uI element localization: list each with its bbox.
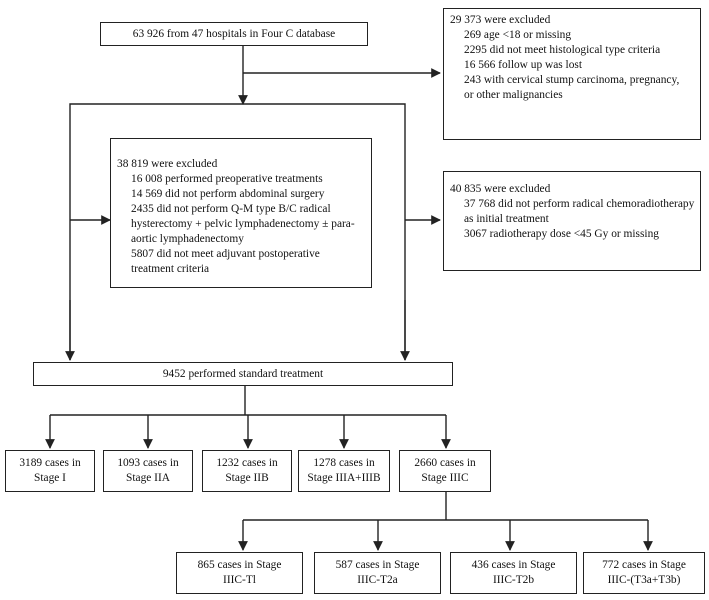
stage-box-i: 3189 cases in Stage I [5, 450, 95, 492]
excluded-first-item: 2295 did not meet histological type crit… [464, 44, 661, 56]
excluded-radio-item: 3067 radiotherapy dose <45 Gy or missing [464, 228, 659, 240]
stage-box-iia: 1093 cases in Stage IIA [103, 450, 193, 492]
substage-name: IIIC-(T3a+T3b) [607, 574, 681, 586]
substage-name: IIIC-Tl [223, 574, 256, 586]
stage-name: Stage IIIA+IIIB [307, 472, 381, 484]
substage-box-iiic-t2a: 587 cases in Stage IIIC-T2a [314, 552, 441, 594]
top-population-box: 63 926 from 47 hospitals in Four C datab… [100, 22, 368, 46]
stage-count: 1232 cases in [216, 457, 278, 469]
excluded-first-item: 243 with cervical stump carcinoma, pregn… [464, 74, 680, 101]
substage-name: IIIC-T2a [357, 574, 398, 586]
excluded-surgery-item: 5807 did not meet adjuvant postoperative… [131, 248, 320, 275]
substage-box-iiic-t1: 865 cases in Stage IIIC-Tl [176, 552, 303, 594]
stage-count: 2660 cases in [414, 457, 476, 469]
substage-count: 587 cases in Stage [335, 559, 420, 571]
substage-count: 865 cases in Stage [197, 559, 282, 571]
substage-name: IIIC-T2b [492, 574, 535, 586]
stage-name: Stage IIA [126, 472, 170, 484]
stage-count: 1093 cases in [117, 457, 179, 469]
stage-name: Stage I [34, 472, 66, 484]
substage-count: 436 cases in Stage [471, 559, 556, 571]
stage-box-iib: 1232 cases in Stage IIB [202, 450, 292, 492]
standard-treatment-label: 9452 performed standard treatment [162, 367, 324, 380]
excluded-first-item: 16 566 follow up was lost [464, 59, 583, 71]
stage-name: Stage IIB [225, 472, 269, 484]
stage-count: 1278 cases in [313, 457, 375, 469]
stage-box-iiic: 2660 cases in Stage IIIC [399, 450, 491, 492]
top-population-label: 63 926 from 47 hospitals in Four C datab… [132, 27, 336, 40]
standard-treatment-box: 9452 performed standard treatment [33, 362, 453, 386]
excluded-surgery-item: 2435 did not perform Q-M type B/C radica… [131, 203, 355, 245]
excluded-radio-title: 40 835 were excluded [450, 183, 551, 195]
substage-box-iiic-t3: 772 cases in Stage IIIC-(T3a+T3b) [583, 552, 705, 594]
substage-box-iiic-t2b: 436 cases in Stage IIIC-T2b [450, 552, 577, 594]
excluded-radio-item: 37 768 did not perform radical chemoradi… [464, 198, 695, 225]
stage-name: Stage IIIC [421, 472, 469, 484]
stage-box-iiia-iiib: 1278 cases in Stage IIIA+IIIB [298, 450, 390, 492]
excluded-surgery-box: 38 819 were excluded 16 008 performed pr… [110, 138, 372, 288]
excluded-surgery-item: 16 008 performed preoperative treatments [131, 173, 323, 185]
excluded-surgery-title: 38 819 were excluded [117, 158, 218, 170]
frame-outline [69, 103, 406, 360]
stage-count: 3189 cases in [19, 457, 81, 469]
excluded-first-title: 29 373 were excluded [450, 14, 551, 26]
substage-count: 772 cases in Stage [602, 559, 686, 571]
excluded-surgery-item: 14 569 did not perform abdominal surgery [131, 188, 325, 200]
excluded-radio-box: 40 835 were excluded 37 768 did not perf… [443, 171, 701, 271]
excluded-first-item: 269 age <18 or missing [464, 29, 572, 41]
excluded-first-box: 29 373 were excluded 269 age <18 or miss… [443, 8, 701, 140]
